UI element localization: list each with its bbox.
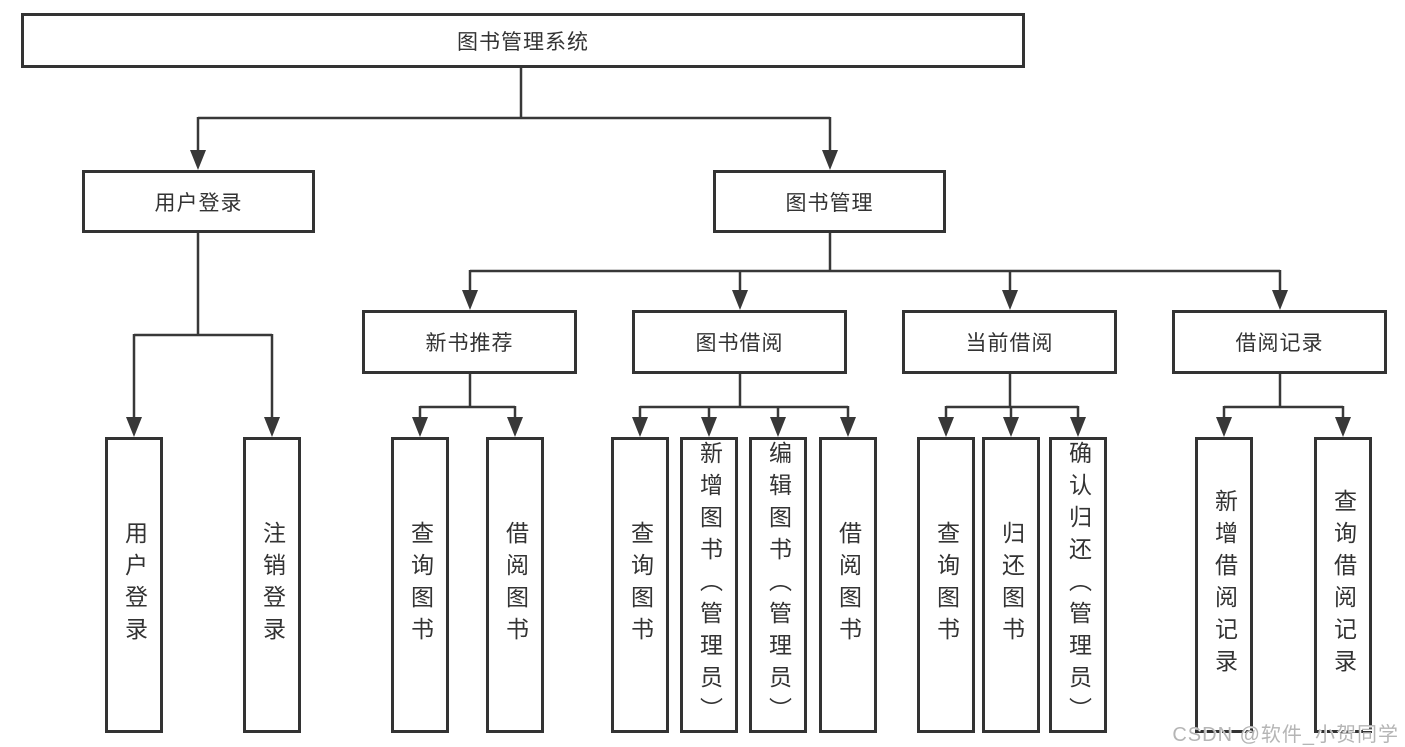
node-user-login: 用户登录 — [82, 170, 315, 233]
leaf-recommend-borrow-books-label: 借阅图书 — [502, 521, 529, 649]
node-book-management: 图书管理 — [713, 170, 946, 233]
leaf-current-query-books: 查询图书 — [917, 437, 975, 733]
leaf-logout: 注销登录 — [243, 437, 301, 733]
arrow-down-icons — [126, 150, 1351, 437]
leaf-borrowing-query-books: 查询图书 — [611, 437, 669, 733]
leaf-add-borrow-record-label: 新增借阅记录 — [1211, 489, 1238, 681]
watermark: CSDN @软件_小贺同学 — [1172, 724, 1399, 746]
leaf-recommend-query-books: 查询图书 — [391, 437, 449, 733]
leaf-current-query-books-label: 查询图书 — [933, 521, 960, 649]
leaf-borrowing-query-books-label: 查询图书 — [627, 521, 654, 649]
leaf-confirm-return-admin-label: 确认归还（管理员） — [1065, 441, 1092, 729]
leaf-return-book: 归还图书 — [982, 437, 1040, 733]
leaf-user-login: 用户登录 — [105, 437, 163, 733]
leaf-recommend-query-books-label: 查询图书 — [407, 521, 434, 649]
node-book-borrowing: 图书借阅 — [632, 310, 847, 374]
node-borrowing-records: 借阅记录 — [1172, 310, 1387, 374]
node-library-system: 图书管理系统 — [21, 13, 1025, 68]
leaf-query-borrow-record-label: 查询借阅记录 — [1330, 489, 1357, 681]
leaf-borrowing-borrow-books: 借阅图书 — [819, 437, 877, 733]
leaf-confirm-return-admin: 确认归还（管理员） — [1049, 437, 1107, 733]
node-book-borrowing-label: 图书借阅 — [695, 332, 784, 355]
leaf-edit-book-admin: 编辑图书（管理员） — [749, 437, 807, 733]
node-book-management-label: 图书管理 — [785, 191, 874, 215]
leaf-user-login-label: 用户登录 — [121, 521, 148, 649]
node-current-borrowing: 当前借阅 — [902, 310, 1117, 374]
node-borrowing-records-label: 借阅记录 — [1235, 332, 1324, 355]
leaf-add-book-admin-label: 新增图书（管理员） — [696, 441, 723, 729]
node-user-login-label: 用户登录 — [154, 191, 243, 215]
leaf-return-book-label: 归还图书 — [998, 521, 1025, 649]
leaf-query-borrow-record: 查询借阅记录 — [1314, 437, 1372, 733]
leaf-logout-label: 注销登录 — [259, 521, 286, 649]
node-new-book-recommend-label: 新书推荐 — [425, 332, 514, 355]
leaf-borrowing-borrow-books-label: 借阅图书 — [835, 521, 862, 649]
leaf-add-borrow-record: 新增借阅记录 — [1195, 437, 1253, 733]
leaf-edit-book-admin-label: 编辑图书（管理员） — [765, 441, 792, 729]
node-new-book-recommend: 新书推荐 — [362, 310, 577, 374]
node-current-borrowing-label: 当前借阅 — [965, 332, 1054, 355]
node-library-system-label: 图书管理系统 — [457, 30, 589, 54]
leaf-recommend-borrow-books: 借阅图书 — [486, 437, 544, 733]
leaf-add-book-admin: 新增图书（管理员） — [680, 437, 738, 733]
